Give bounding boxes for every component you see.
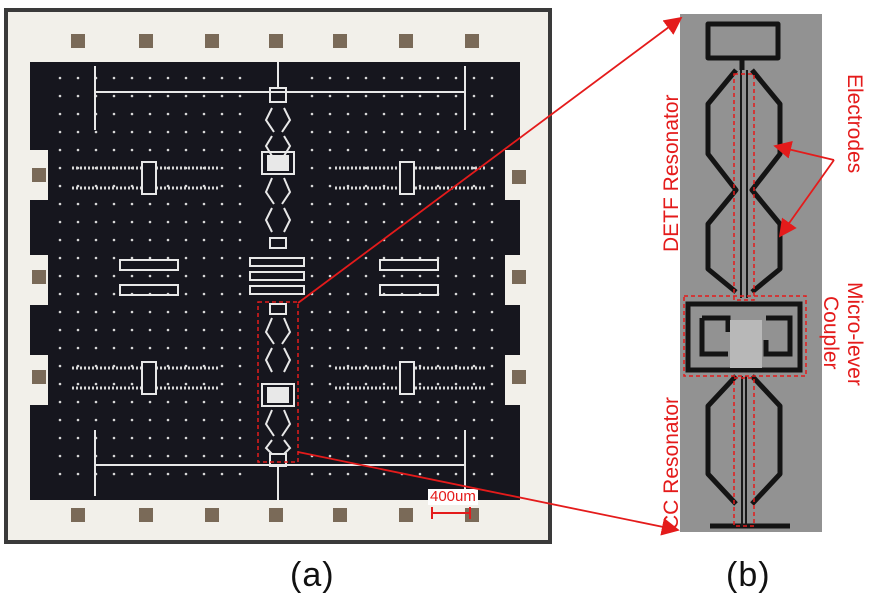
sem-zoom-image bbox=[680, 14, 822, 532]
panel-b-caption: (b) bbox=[726, 556, 771, 594]
cc-resonator-label: CC Resonator bbox=[660, 396, 683, 530]
chip-micrograph bbox=[4, 8, 552, 544]
scale-bar-label: 400um bbox=[428, 488, 478, 505]
zoom-region-box bbox=[257, 301, 299, 463]
panel-a-caption: (a) bbox=[290, 556, 335, 594]
detf-resonator-label: DETF Resonator bbox=[660, 94, 683, 252]
electrodes-label: Electrodes bbox=[843, 74, 866, 174]
coupler-label: Coupler bbox=[819, 296, 842, 370]
micro-lever-label: Micro-lever bbox=[843, 282, 866, 386]
